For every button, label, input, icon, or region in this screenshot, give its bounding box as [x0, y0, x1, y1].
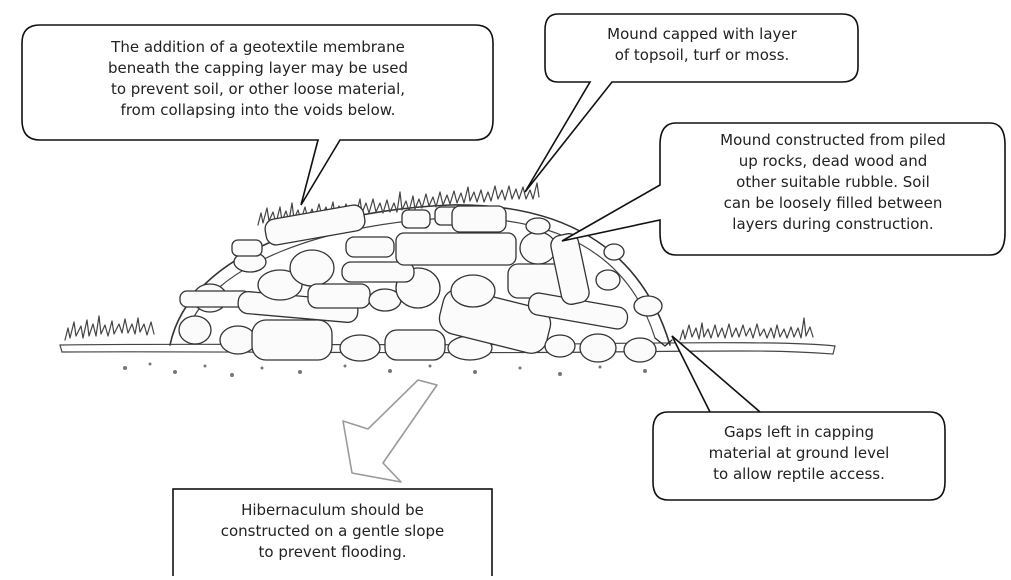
callout-gaps: Gaps left in capping material at ground …: [656, 422, 942, 485]
callout-text-line: to prevent soil, or other loose material…: [40, 79, 476, 100]
callout-text-line: constructed on a gentle slope: [175, 521, 490, 542]
callout-text-line: beneath the capping layer may be used: [40, 58, 476, 79]
callout-text-line: Gaps left in capping: [656, 422, 942, 443]
callout-construction: Mound constructed from piled up rocks, d…: [664, 130, 1002, 235]
callout-text-line: Hibernaculum should be: [175, 500, 490, 521]
callout-text-line: Mound capped with layer: [548, 24, 856, 45]
callout-text-line: The addition of a geotextile membrane: [40, 37, 476, 58]
callout-text-line: other suitable rubble. Soil: [664, 172, 1002, 193]
callout-text-line: layers during construction.: [664, 214, 1002, 235]
slope-arrow-icon: [343, 380, 437, 482]
callout-geotextile: The addition of a geotextile membrane be…: [40, 37, 476, 121]
callout-text-line: of topsoil, turf or moss.: [548, 45, 856, 66]
callout-text-line: to prevent flooding.: [175, 542, 490, 563]
callout-text-line: can be loosely filled between: [664, 193, 1002, 214]
callout-capping: Mound capped with layer of topsoil, turf…: [548, 24, 856, 66]
callout-text-line: from collapsing into the voids below.: [40, 100, 476, 121]
callout-text-line: to allow reptile access.: [656, 464, 942, 485]
soil-specks: [123, 363, 647, 378]
callout-text-line: up rocks, dead wood and: [664, 151, 1002, 172]
callout-slope: Hibernaculum should be constructed on a …: [175, 500, 490, 563]
callout-text-line: material at ground level: [656, 443, 942, 464]
callout-text-line: Mound constructed from piled: [664, 130, 1002, 151]
